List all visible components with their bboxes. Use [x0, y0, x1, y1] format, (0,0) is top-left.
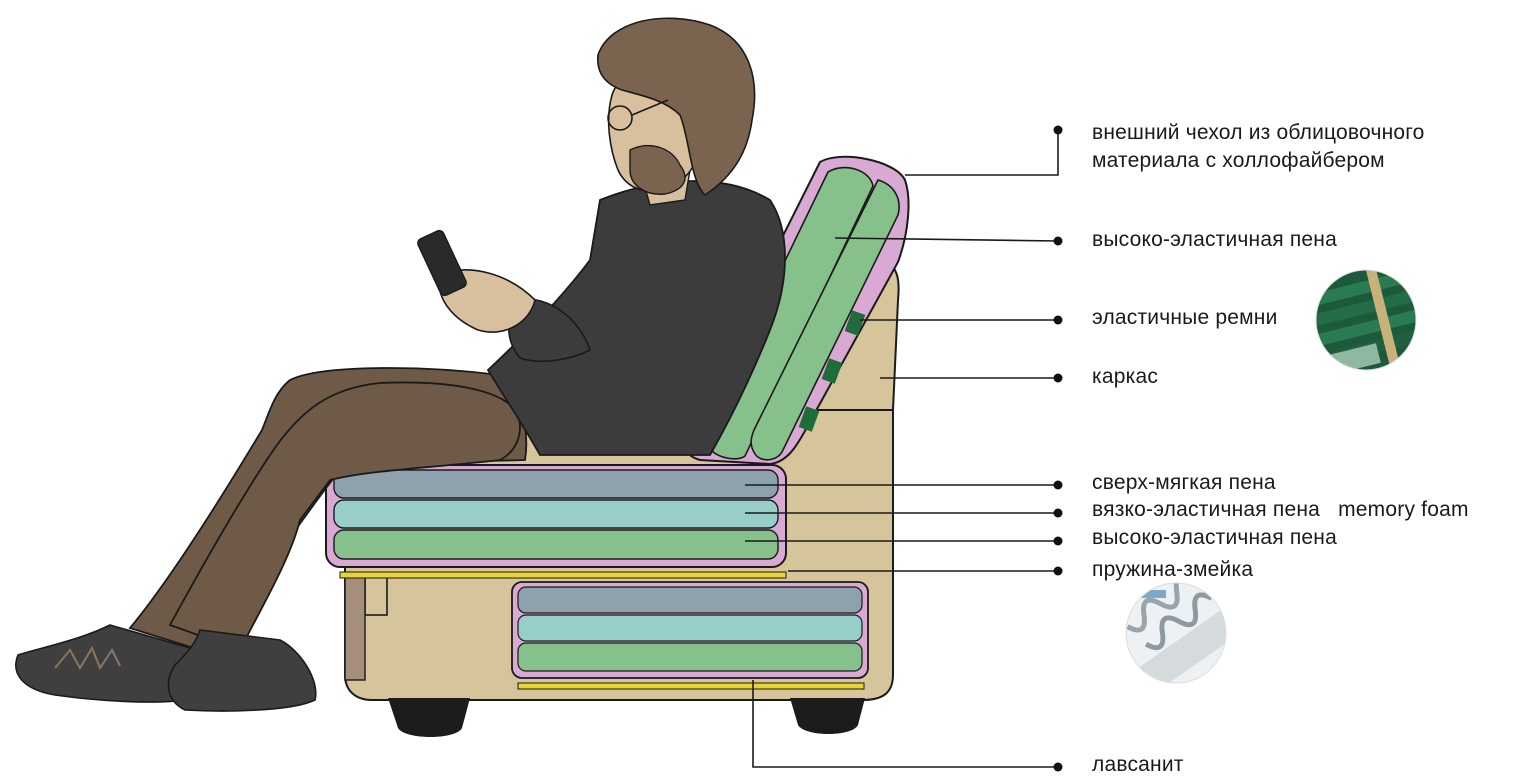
- person-figure: [15, 17, 786, 712]
- belts-photo-thumbnail: [1315, 269, 1417, 371]
- shoe-front: [167, 629, 317, 712]
- label-spring: пружина-змейка: [1092, 558, 1254, 581]
- elastic-belts: [798, 310, 866, 432]
- sofa-feet: [388, 698, 865, 737]
- callout-lines: [745, 130, 1059, 768]
- callout-lavsanit: [752, 680, 1058, 768]
- glasses: [607, 105, 633, 131]
- label-super-soft: сверх-мягкая пена: [1092, 471, 1276, 494]
- sweater: [486, 180, 786, 456]
- label-hi-elastic-back: высоко-эластичная пена: [1092, 228, 1337, 251]
- label-hi-elastic-seat: высоко-эластичная пена: [1092, 526, 1337, 549]
- label-lavsanit: лавсанит: [1092, 753, 1184, 776]
- phone: [417, 229, 467, 297]
- callout-cover: [905, 130, 1059, 176]
- label-belts: эластичные ремни: [1092, 306, 1278, 329]
- beard: [629, 144, 686, 195]
- seat-cushion: [325, 464, 787, 579]
- hair: [597, 17, 756, 197]
- label-cover-line1: внешний чехол из облицовочного: [1092, 121, 1425, 144]
- label-memory: вязко-эластичная пена memory foam: [1092, 498, 1469, 521]
- shoe-laces: [54, 645, 121, 671]
- spring-photo-thumbnail: [1125, 582, 1227, 684]
- label-frame: каркас: [1092, 365, 1159, 388]
- callout-hi-elastic-back: [834, 237, 1059, 242]
- callout-dots: [1053, 125, 1063, 772]
- storage-mattress: [511, 581, 869, 690]
- label-cover-line2: материала с холлофайбером: [1092, 149, 1385, 172]
